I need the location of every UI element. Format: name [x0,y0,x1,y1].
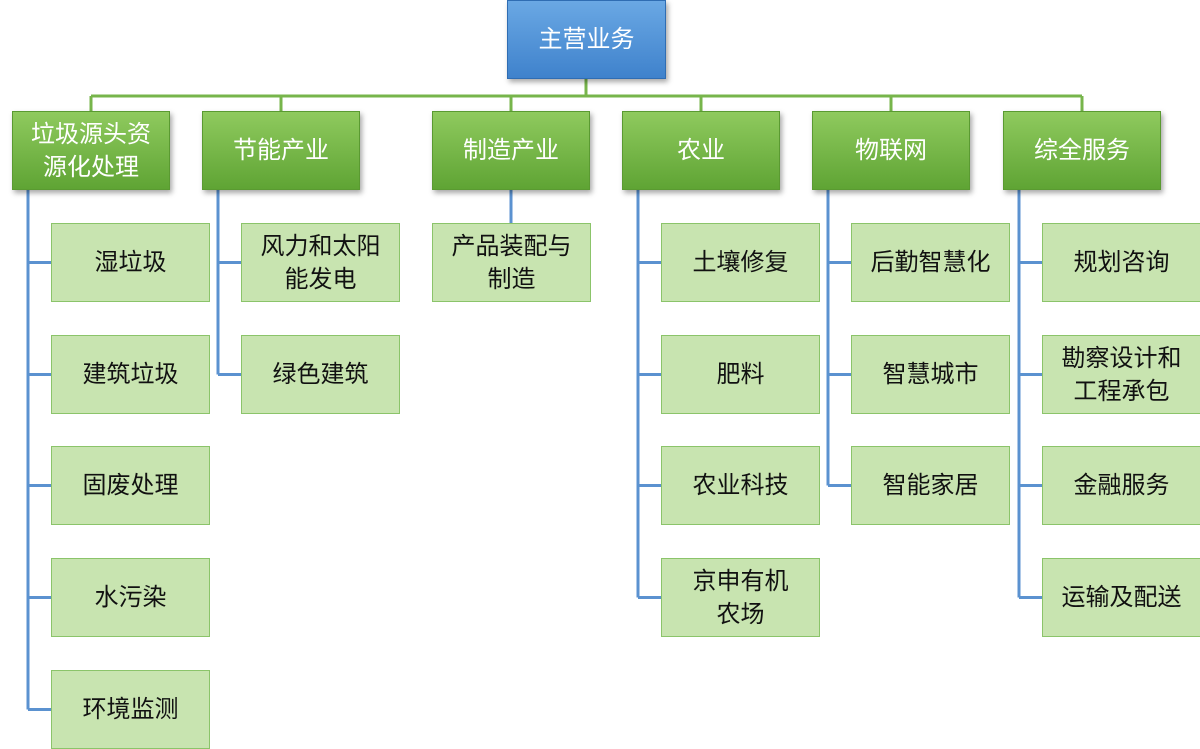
leaf-label: 智能家居 [882,471,979,500]
leaf-node: 湿垃圾 [51,223,210,302]
leaf-label: 土壤修复 [692,248,789,277]
category-node: 农业 [622,111,780,190]
leaf-node: 智能家居 [851,446,1010,525]
leaf-node: 后勤智慧化 [851,223,1010,302]
leaf-node: 产品装配与制造 [432,223,591,302]
leaf-node: 勘察设计和工程承包 [1042,335,1200,414]
leaf-label: 风力和太阳能发电 [260,232,381,293]
leaf-label: 金融服务 [1073,471,1170,500]
leaf-node: 运输及配送 [1042,558,1200,637]
category-node: 节能产业 [202,111,360,190]
leaf-node: 绿色建筑 [241,335,400,414]
leaf-label: 水污染 [94,583,167,612]
leaf-label: 建筑垃圾 [82,360,179,389]
category-node: 综全服务 [1003,111,1161,190]
leaf-node: 智慧城市 [851,335,1010,414]
leaf-label: 产品装配与制造 [451,232,572,293]
leaf-label: 后勤智慧化 [870,248,991,277]
category-label: 制造产业 [463,136,559,165]
leaf-node: 肥料 [661,335,820,414]
leaf-label: 农业科技 [692,471,789,500]
leaf-node: 规划咨询 [1042,223,1200,302]
category-label: 农业 [677,136,725,165]
leaf-label: 勘察设计和工程承包 [1061,344,1182,405]
category-label: 物联网 [855,136,927,165]
leaf-node: 京申有机农场 [661,558,820,637]
category-label: 综全服务 [1034,136,1130,165]
root-node: 主营业务 [507,0,666,79]
category-label: 垃圾源头资源化处理 [31,120,151,181]
leaf-label: 环境监测 [82,695,179,724]
leaf-node: 水污染 [51,558,210,637]
leaf-label: 规划咨询 [1073,248,1170,277]
leaf-label: 京申有机农场 [692,567,789,628]
leaf-label: 运输及配送 [1061,583,1182,612]
leaf-label: 肥料 [716,360,765,389]
leaf-node: 建筑垃圾 [51,335,210,414]
category-node: 垃圾源头资源化处理 [12,111,170,190]
leaf-node: 风力和太阳能发电 [241,223,400,302]
leaf-node: 金融服务 [1042,446,1200,525]
category-label: 节能产业 [233,136,329,165]
category-node: 物联网 [812,111,970,190]
leaf-label: 绿色建筑 [272,360,369,389]
leaf-label: 湿垃圾 [94,248,167,277]
leaf-node: 土壤修复 [661,223,820,302]
leaf-node: 环境监测 [51,670,210,749]
leaf-label: 固废处理 [82,471,179,500]
root-label: 主营业务 [538,25,635,54]
category-node: 制造产业 [432,111,590,190]
leaf-node: 固废处理 [51,446,210,525]
leaf-label: 智慧城市 [882,360,979,389]
leaf-node: 农业科技 [661,446,820,525]
